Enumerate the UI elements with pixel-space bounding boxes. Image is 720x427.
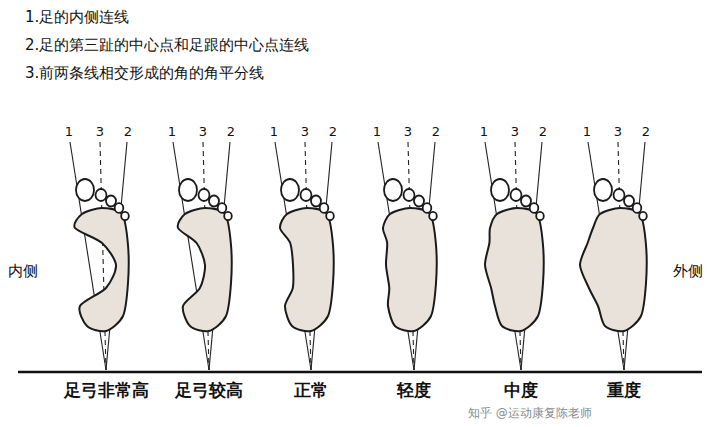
line-number: 1 (583, 124, 591, 140)
bisector-line (100, 142, 106, 370)
toe (218, 203, 227, 213)
arch-type-caption: 轻度 (397, 380, 431, 400)
toe (594, 179, 612, 201)
foot-figure (580, 142, 647, 370)
toe (639, 212, 647, 220)
toe (209, 196, 219, 207)
legend-note: 2.足的第三趾的中心点和足跟的中心点连线 (25, 36, 309, 54)
line-number: 2 (642, 124, 650, 140)
foot-figure (70, 142, 129, 370)
toe (76, 179, 94, 201)
toe (404, 189, 415, 201)
line-number: 2 (227, 124, 235, 140)
foot-figure (275, 142, 334, 370)
line-number: 1 (373, 124, 381, 140)
arch-type-caption: 中度 (504, 380, 538, 400)
toe (521, 196, 531, 207)
line-number: 3 (301, 124, 309, 140)
arch-type-caption: 足弓较高 (175, 380, 243, 400)
line-number: 3 (614, 124, 622, 140)
toe (511, 189, 522, 201)
ground-line (18, 371, 702, 374)
line-number: 2 (432, 124, 440, 140)
line-number: 1 (168, 124, 176, 140)
toe (320, 203, 329, 213)
foot-outline (280, 208, 334, 331)
foot-outline (485, 208, 544, 331)
toe (224, 212, 232, 220)
toe (429, 212, 437, 220)
line-number: 1 (65, 124, 73, 140)
toe (384, 179, 402, 201)
foot-figure (378, 142, 437, 370)
toe (311, 196, 321, 207)
line-number: 3 (96, 124, 104, 140)
arch-type-caption: 足弓非常高 (64, 380, 149, 400)
line-number: 2 (329, 124, 337, 140)
toe (179, 179, 197, 201)
toe (115, 203, 124, 213)
arch-type-caption: 重度 (607, 380, 641, 400)
toe (281, 179, 299, 201)
toe (536, 212, 544, 220)
line-number: 2 (539, 124, 547, 140)
side-label: 内侧 (8, 262, 38, 280)
line-number: 3 (199, 124, 207, 140)
toe (199, 189, 210, 201)
line-number: 1 (270, 124, 278, 140)
line-number: 3 (511, 124, 519, 140)
foot-figure (173, 142, 232, 370)
arch-type-caption: 正常 (294, 380, 328, 400)
line-number: 2 (124, 124, 132, 140)
line-number: 3 (404, 124, 412, 140)
foot-figure (485, 142, 544, 370)
medial-line (70, 142, 106, 370)
legend-note: 1.足的内侧连线 (25, 8, 129, 26)
toe (624, 196, 634, 207)
line-number: 1 (480, 124, 488, 140)
toe (106, 196, 116, 207)
foot-outline (178, 208, 232, 331)
foot-outline (580, 208, 647, 331)
toe (491, 179, 509, 201)
foot-outline (74, 208, 128, 331)
foot-outline (383, 208, 437, 331)
legend-note: 3.前两条线相交形成的角的角平分线 (25, 64, 264, 82)
toe (301, 189, 312, 201)
toe (633, 203, 642, 213)
toe (414, 196, 424, 207)
toe (614, 189, 625, 201)
watermark: 知乎 @运动康复陈老师 (468, 406, 592, 420)
toe (121, 212, 129, 220)
toe (96, 189, 107, 201)
toe (326, 212, 334, 220)
toe (423, 203, 432, 213)
side-label: 外侧 (673, 262, 703, 280)
toe (530, 203, 539, 213)
